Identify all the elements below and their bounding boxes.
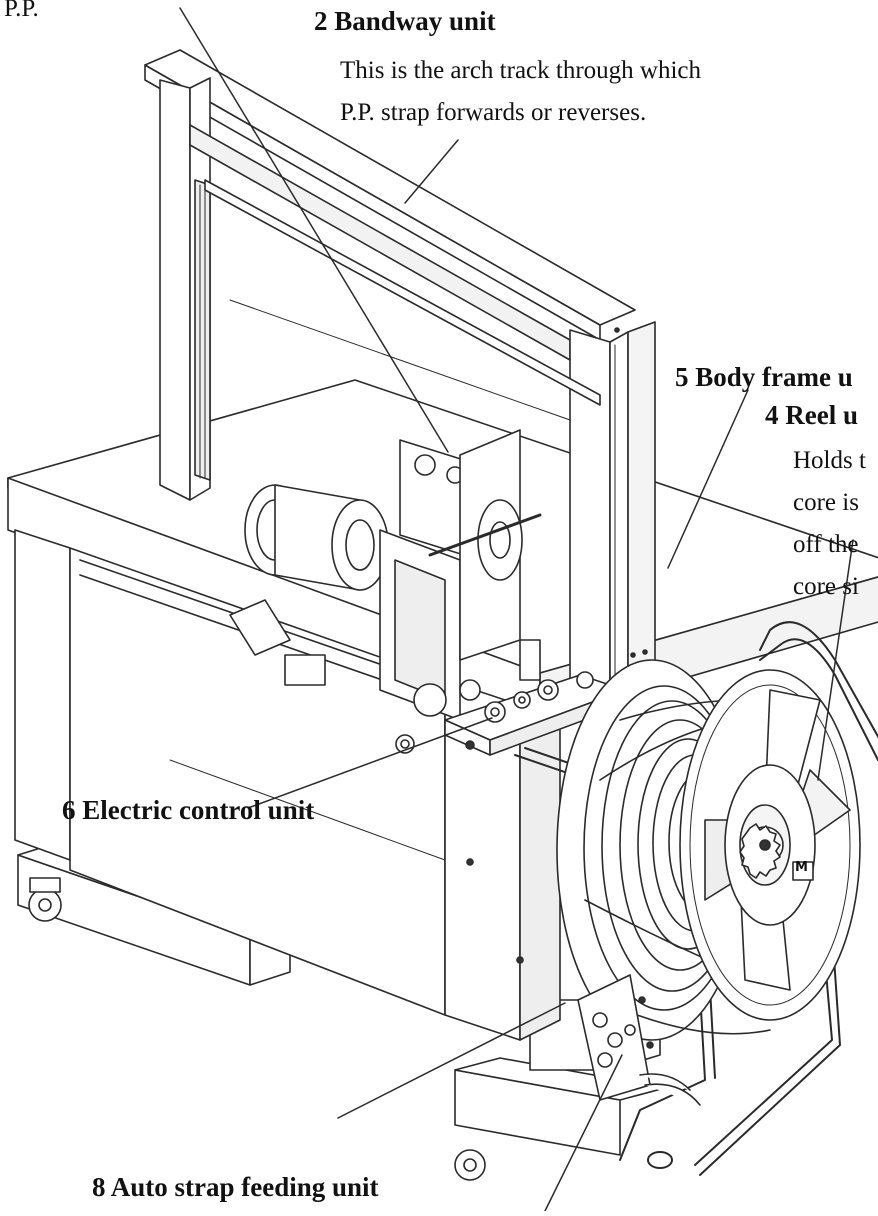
reel-desc-line1: Holds t bbox=[793, 447, 866, 474]
leader-reel bbox=[817, 539, 854, 781]
reel-title: 4 Reel u bbox=[765, 400, 858, 430]
leader-electric bbox=[247, 717, 493, 809]
reel-desc-line4: core si bbox=[793, 573, 859, 600]
electric-control-title: 6 Electric control unit bbox=[62, 795, 315, 825]
auto-feed-unit bbox=[577, 974, 701, 1106]
leader-pp bbox=[179, 7, 449, 453]
leader-lines bbox=[179, 7, 854, 1212]
leader-body-frame bbox=[667, 389, 749, 569]
sealing-head-mechanism bbox=[229, 429, 542, 721]
reel-desc-line3: off the bbox=[793, 531, 859, 558]
bandway-desc-line1: This is the arch track through which bbox=[340, 57, 702, 84]
body-frame-title: 5 Body frame u bbox=[675, 362, 853, 392]
auto-feed-title: 8 Auto strap feeding unit bbox=[92, 1172, 379, 1202]
leader-bandway bbox=[404, 139, 459, 204]
leader-auto-feed bbox=[337, 1002, 566, 1119]
reel-desc-line2: core is bbox=[793, 489, 859, 516]
reel bbox=[556, 659, 861, 1041]
top-fragment-label: P.P. bbox=[4, 0, 39, 22]
bandway-desc-line2: P.P. strap forwards or reverses. bbox=[340, 99, 647, 126]
leader-bottom bbox=[544, 1054, 623, 1212]
bandway-title: 2 Bandway unit bbox=[314, 6, 496, 36]
bandway-arch bbox=[144, 49, 656, 711]
reel-logo: M bbox=[795, 860, 808, 875]
